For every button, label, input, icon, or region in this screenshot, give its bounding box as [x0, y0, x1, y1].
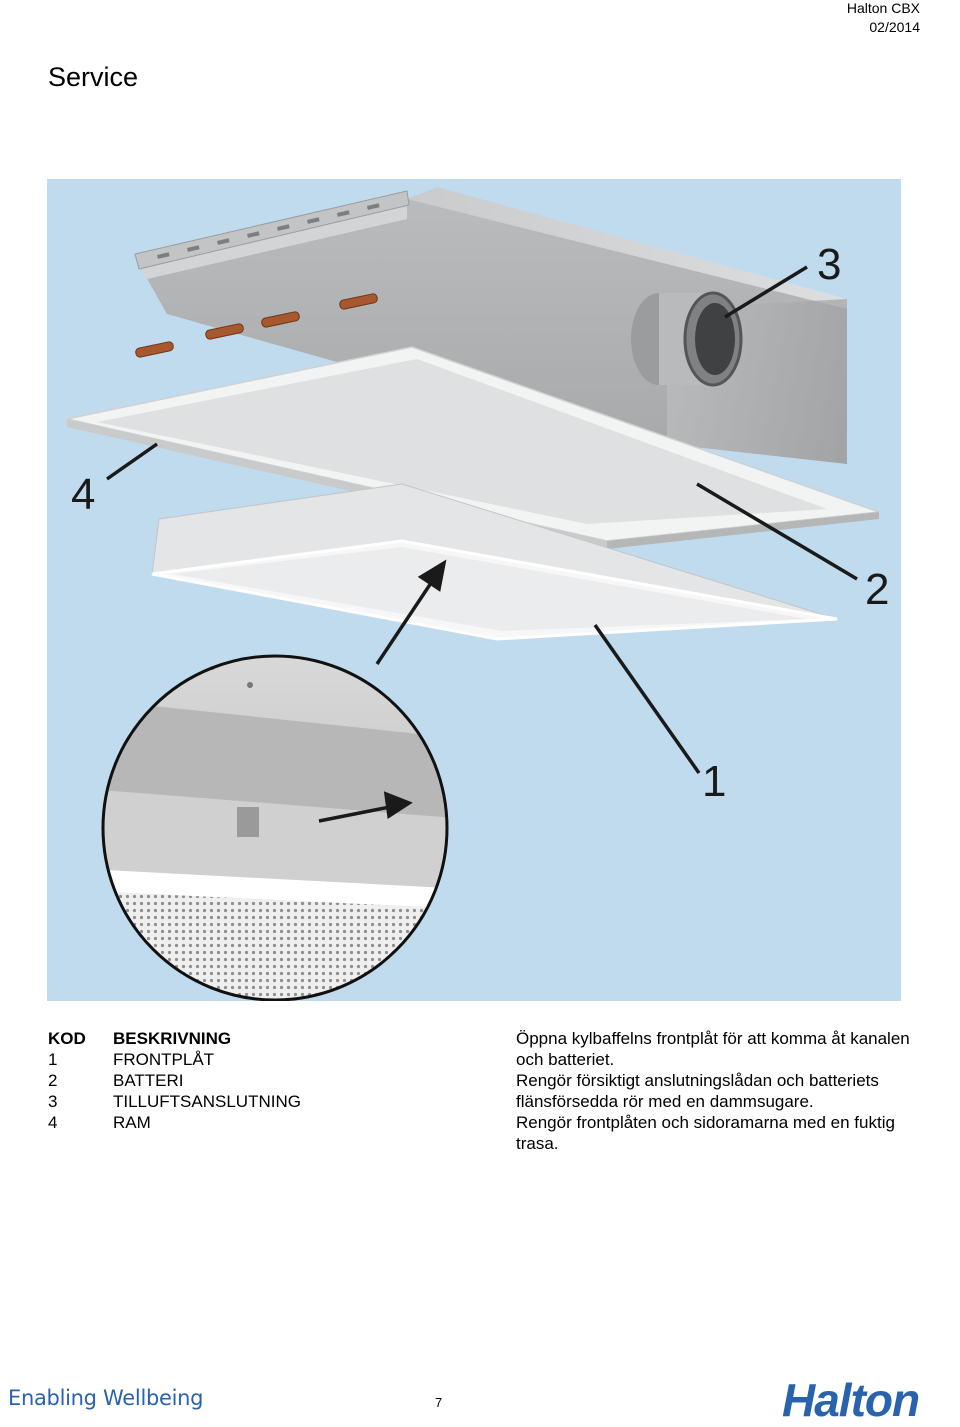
- callout-2: 2: [865, 565, 889, 614]
- callout-numbers: 3 4 2 1: [71, 240, 889, 806]
- legend-row: 4 RAM: [48, 1112, 301, 1133]
- callout-1: 1: [702, 757, 726, 806]
- halton-logo: Halton: [782, 1374, 920, 1426]
- legend-row: 1 FRONTPLÅT: [48, 1049, 301, 1070]
- page-title: Service: [48, 62, 139, 92]
- legend-table: KOD BESKRIVNING 1 FRONTPLÅT 2 BATTERI 3 …: [48, 1028, 301, 1133]
- legend-code: 2: [48, 1071, 58, 1090]
- legend-row: 3 TILLUFTSANSLUTNING: [48, 1091, 301, 1112]
- callout-3: 3: [817, 240, 841, 289]
- legend-code: 1: [48, 1050, 58, 1069]
- front-plate: [151, 483, 838, 641]
- supply-air-connection: [631, 291, 743, 387]
- legend-description: RAM: [113, 1113, 151, 1132]
- product-name: Halton CBX: [846, 0, 920, 16]
- callout-leaders: [105, 265, 858, 823]
- legend-description: FRONTPLÅT: [113, 1050, 215, 1069]
- product-illustration: 3 4 2 1: [47, 179, 901, 1001]
- legend-header-row: KOD BESKRIVNING: [48, 1028, 301, 1049]
- legend-row: 2 BATTERI: [48, 1070, 301, 1091]
- footer-slogan: Enabling Wellbeing: [8, 1386, 204, 1410]
- page-number: 7: [435, 1395, 443, 1410]
- coil-pipes: [135, 293, 378, 358]
- instruction-paragraph: Rengör frontplåten och sidoramarna med e…: [516, 1113, 895, 1153]
- legend-code: 3: [48, 1092, 58, 1111]
- instruction-paragraph: Öppna kylbaffelns frontplåt för att komm…: [516, 1029, 910, 1069]
- callout-4: 4: [71, 470, 95, 519]
- detail-zoom: [101, 654, 449, 1001]
- legend-code: 4: [48, 1113, 58, 1132]
- legend-description-header: BESKRIVNING: [113, 1029, 232, 1048]
- legend-code-header: KOD: [48, 1029, 86, 1048]
- legend-description: TILLUFTSANSLUTNING: [113, 1092, 301, 1111]
- document-header: Halton CBX 02/2014: [847, 0, 920, 37]
- document-date: 02/2014: [869, 19, 920, 35]
- instruction-paragraph: Rengör försiktigt anslutningslådan och b…: [516, 1071, 879, 1111]
- legend-description: BATTERI: [113, 1071, 184, 1090]
- service-instructions: Öppna kylbaffelns frontplåt för att komm…: [516, 1028, 936, 1154]
